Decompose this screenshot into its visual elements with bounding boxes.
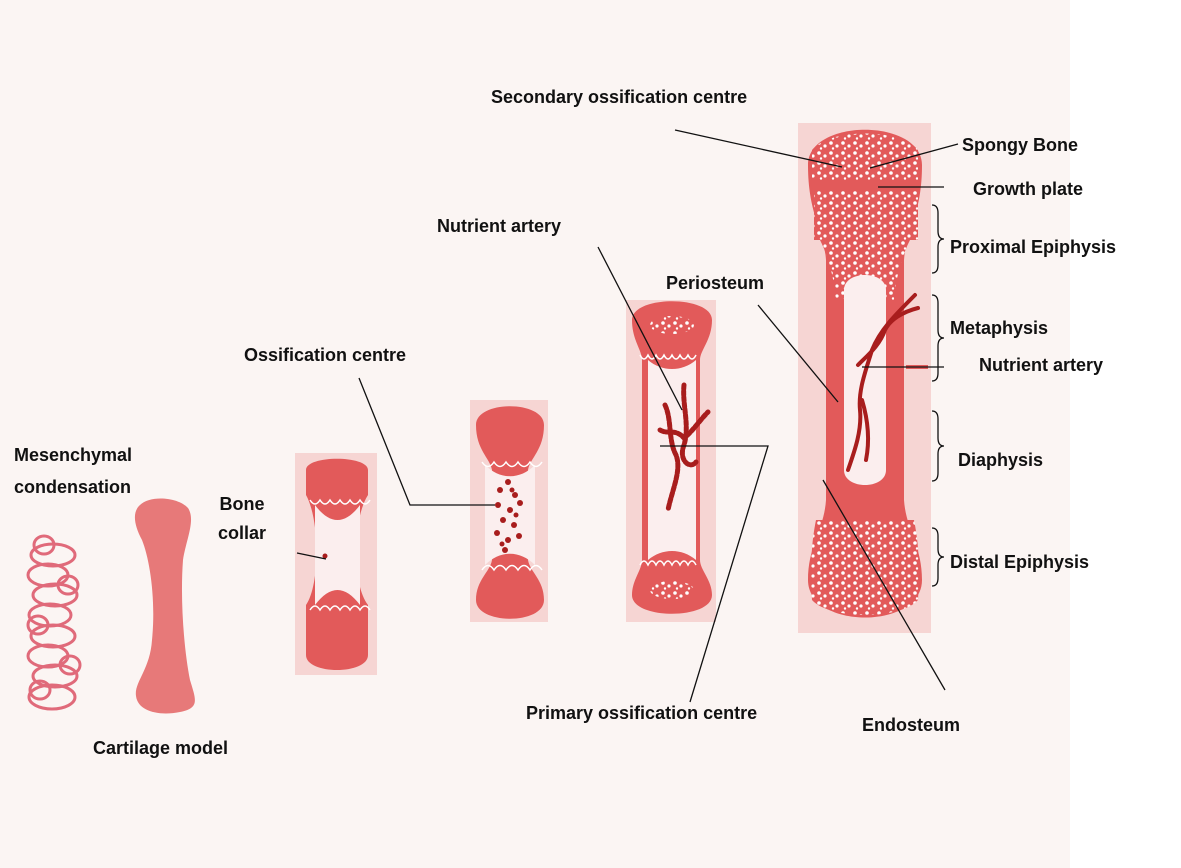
cartilage-model (135, 499, 195, 714)
label-collar: collar (212, 522, 272, 544)
label-mesenchymal: Mesenchymal (14, 444, 132, 466)
label-proximal-epiphysis: Proximal Epiphysis (950, 236, 1116, 258)
ossification-centre-stage (470, 400, 548, 622)
label-metaphysis: Metaphysis (950, 317, 1048, 339)
label-bone: Bone (212, 493, 272, 515)
label-cartilage-model: Cartilage model (93, 737, 228, 759)
label-growth-plate: Growth plate (973, 178, 1083, 200)
label-nutrient-artery-right: Nutrient artery (979, 354, 1103, 376)
label-ossification-centre: Ossification centre (244, 344, 406, 366)
primary-ossification-stage (626, 300, 716, 622)
mesenchymal-condensation (28, 536, 80, 709)
label-endosteum: Endosteum (862, 714, 960, 736)
label-spongy-bone: Spongy Bone (962, 134, 1078, 156)
bone-collar-stage (295, 453, 377, 675)
label-primary-ossification-centre: Primary ossification centre (526, 702, 757, 724)
label-nutrient-artery-top: Nutrient artery (437, 215, 561, 237)
label-secondary-ossification-centre: Secondary ossification centre (491, 86, 747, 108)
label-distal-epiphysis: Distal Epiphysis (950, 551, 1089, 573)
label-diaphysis: Diaphysis (958, 449, 1043, 471)
label-condensation: condensation (14, 476, 131, 498)
label-periosteum: Periosteum (666, 272, 764, 294)
